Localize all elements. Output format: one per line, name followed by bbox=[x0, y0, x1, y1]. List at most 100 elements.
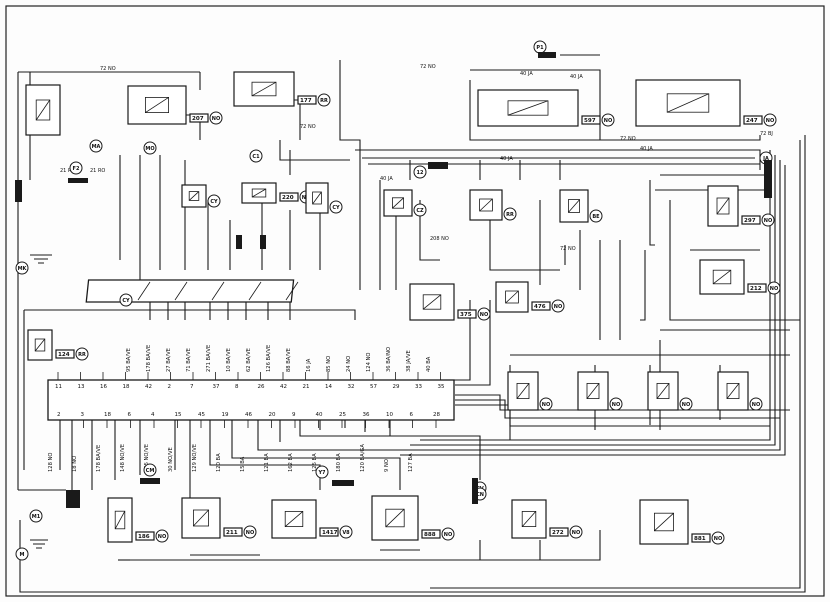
wire-label: 162 BA bbox=[288, 453, 294, 472]
component-circle-label: NO bbox=[604, 118, 612, 124]
c-coil-c-component: NO bbox=[647, 371, 693, 411]
component-code-box bbox=[747, 283, 767, 293]
component-code-box bbox=[549, 527, 569, 537]
component-circle-code bbox=[767, 281, 781, 295]
connector-code: 12 bbox=[417, 170, 424, 176]
component-circle-label: BE bbox=[592, 214, 600, 220]
component-symbol bbox=[34, 338, 46, 352]
ecu-pin-bottom-label: 40 bbox=[316, 412, 323, 418]
component-code-box bbox=[741, 215, 761, 225]
ecu-pin-top-label: 8 bbox=[235, 384, 239, 390]
wire-label: 38 JA/VE bbox=[406, 350, 412, 372]
connector-code: Y7 bbox=[317, 470, 326, 476]
ecu-pin-top-label: 2 bbox=[168, 384, 172, 390]
component-code-box bbox=[531, 301, 551, 311]
component-symbol-line bbox=[251, 188, 267, 198]
component-symbol-line bbox=[712, 269, 732, 285]
component-circle-code bbox=[75, 347, 89, 361]
connector-code: MO bbox=[145, 146, 154, 152]
wire-label: 15 BA bbox=[240, 456, 246, 472]
component-symbol bbox=[144, 97, 169, 114]
component-symbol bbox=[521, 510, 537, 527]
c-module-cy-component: CY bbox=[181, 184, 221, 208]
component-symbol-line bbox=[568, 199, 580, 213]
component-circle-label: NO bbox=[542, 402, 550, 408]
connector-code: MA bbox=[92, 144, 101, 150]
component-symbol bbox=[284, 510, 304, 527]
component-code-box bbox=[319, 527, 339, 537]
connector-code: JA bbox=[762, 156, 769, 162]
component-circle-label: NO bbox=[246, 530, 254, 536]
wire-label: 178 BA/VE bbox=[146, 345, 152, 372]
component-circle-label: V8 bbox=[342, 530, 350, 536]
component-code: 888 bbox=[424, 532, 436, 538]
ecu-pin-top-label: 16 bbox=[100, 384, 107, 390]
connector-circle bbox=[89, 139, 103, 153]
component-circle-code bbox=[761, 213, 775, 227]
ecu-pin-bottom-label: 2 bbox=[57, 412, 61, 418]
component-symbol bbox=[516, 382, 530, 399]
component-circle-label: NO bbox=[554, 304, 562, 310]
ecu-pin-top-label: 33 bbox=[415, 384, 422, 390]
ecu-pin-bottom-label: 20 bbox=[269, 412, 276, 418]
component-code-box bbox=[135, 531, 155, 541]
wire-label: 95 BA/VE bbox=[126, 348, 132, 372]
wire-label: 178 BA/VE bbox=[96, 445, 102, 472]
connector-code: CY bbox=[122, 298, 130, 304]
ecu-pin-top-label: 42 bbox=[145, 384, 152, 390]
wire-label: 18 NO bbox=[72, 456, 78, 472]
component-code-box bbox=[297, 95, 317, 105]
component-symbol-line bbox=[385, 508, 405, 528]
wire-label: 88 BA/VE bbox=[286, 348, 292, 372]
diagram-frame bbox=[5, 5, 825, 597]
component-symbol bbox=[422, 294, 442, 310]
connector-circle bbox=[119, 293, 133, 307]
component-circle-code bbox=[551, 299, 565, 313]
component-code-box bbox=[691, 533, 711, 543]
component-circle-code bbox=[569, 525, 583, 539]
wire-label: 40 JA bbox=[380, 176, 393, 182]
c-lambda-component: BE bbox=[559, 189, 603, 223]
ecu-pin-bottom-label: 18 bbox=[104, 412, 111, 418]
ecu-pin-bottom-label: 9 bbox=[292, 412, 296, 418]
wire-label: 271 BA/VE bbox=[206, 345, 212, 372]
component-circle-label: CY bbox=[210, 199, 218, 205]
c-ecu-block-component bbox=[25, 84, 61, 136]
component-code: 297 bbox=[744, 218, 756, 224]
component-circle-code bbox=[711, 531, 725, 545]
component-circle-code bbox=[243, 525, 257, 539]
component-symbol-line bbox=[34, 338, 46, 352]
wire-label: 40 JA bbox=[520, 71, 533, 77]
wire-label: 72 NO bbox=[560, 246, 576, 252]
component-symbol bbox=[656, 382, 670, 399]
ecu-pin-top-label: 26 bbox=[258, 384, 265, 390]
component-symbol-line bbox=[516, 383, 530, 399]
c-coil-d-component: NO bbox=[717, 371, 763, 411]
component-circle-label: NO bbox=[764, 218, 772, 224]
wire-label: 21 RO bbox=[90, 168, 105, 174]
connector-circle bbox=[143, 463, 157, 477]
component-circle-code bbox=[209, 111, 223, 125]
wire-label: 120 BA bbox=[216, 453, 222, 472]
component-symbol-line bbox=[479, 198, 493, 212]
connector-circle bbox=[29, 509, 43, 523]
ecu-pin-top-label: 42 bbox=[280, 384, 287, 390]
component-symbol-line bbox=[35, 99, 51, 121]
wire-label: 16 JA bbox=[306, 358, 312, 372]
component-body bbox=[27, 329, 53, 361]
wire-label: 180 BA bbox=[336, 453, 342, 472]
connector-code: CN bbox=[476, 492, 484, 498]
connector-circle bbox=[15, 261, 29, 275]
component-symbol-line bbox=[505, 290, 519, 304]
component-circle-label: NO bbox=[158, 534, 166, 540]
component-circle-code bbox=[155, 529, 169, 543]
ecu-pin-top-label: 14 bbox=[325, 384, 332, 390]
component-circle-label: NO bbox=[572, 530, 580, 536]
component-circle-label: NO bbox=[770, 286, 778, 292]
component-code: 597 bbox=[584, 118, 596, 124]
